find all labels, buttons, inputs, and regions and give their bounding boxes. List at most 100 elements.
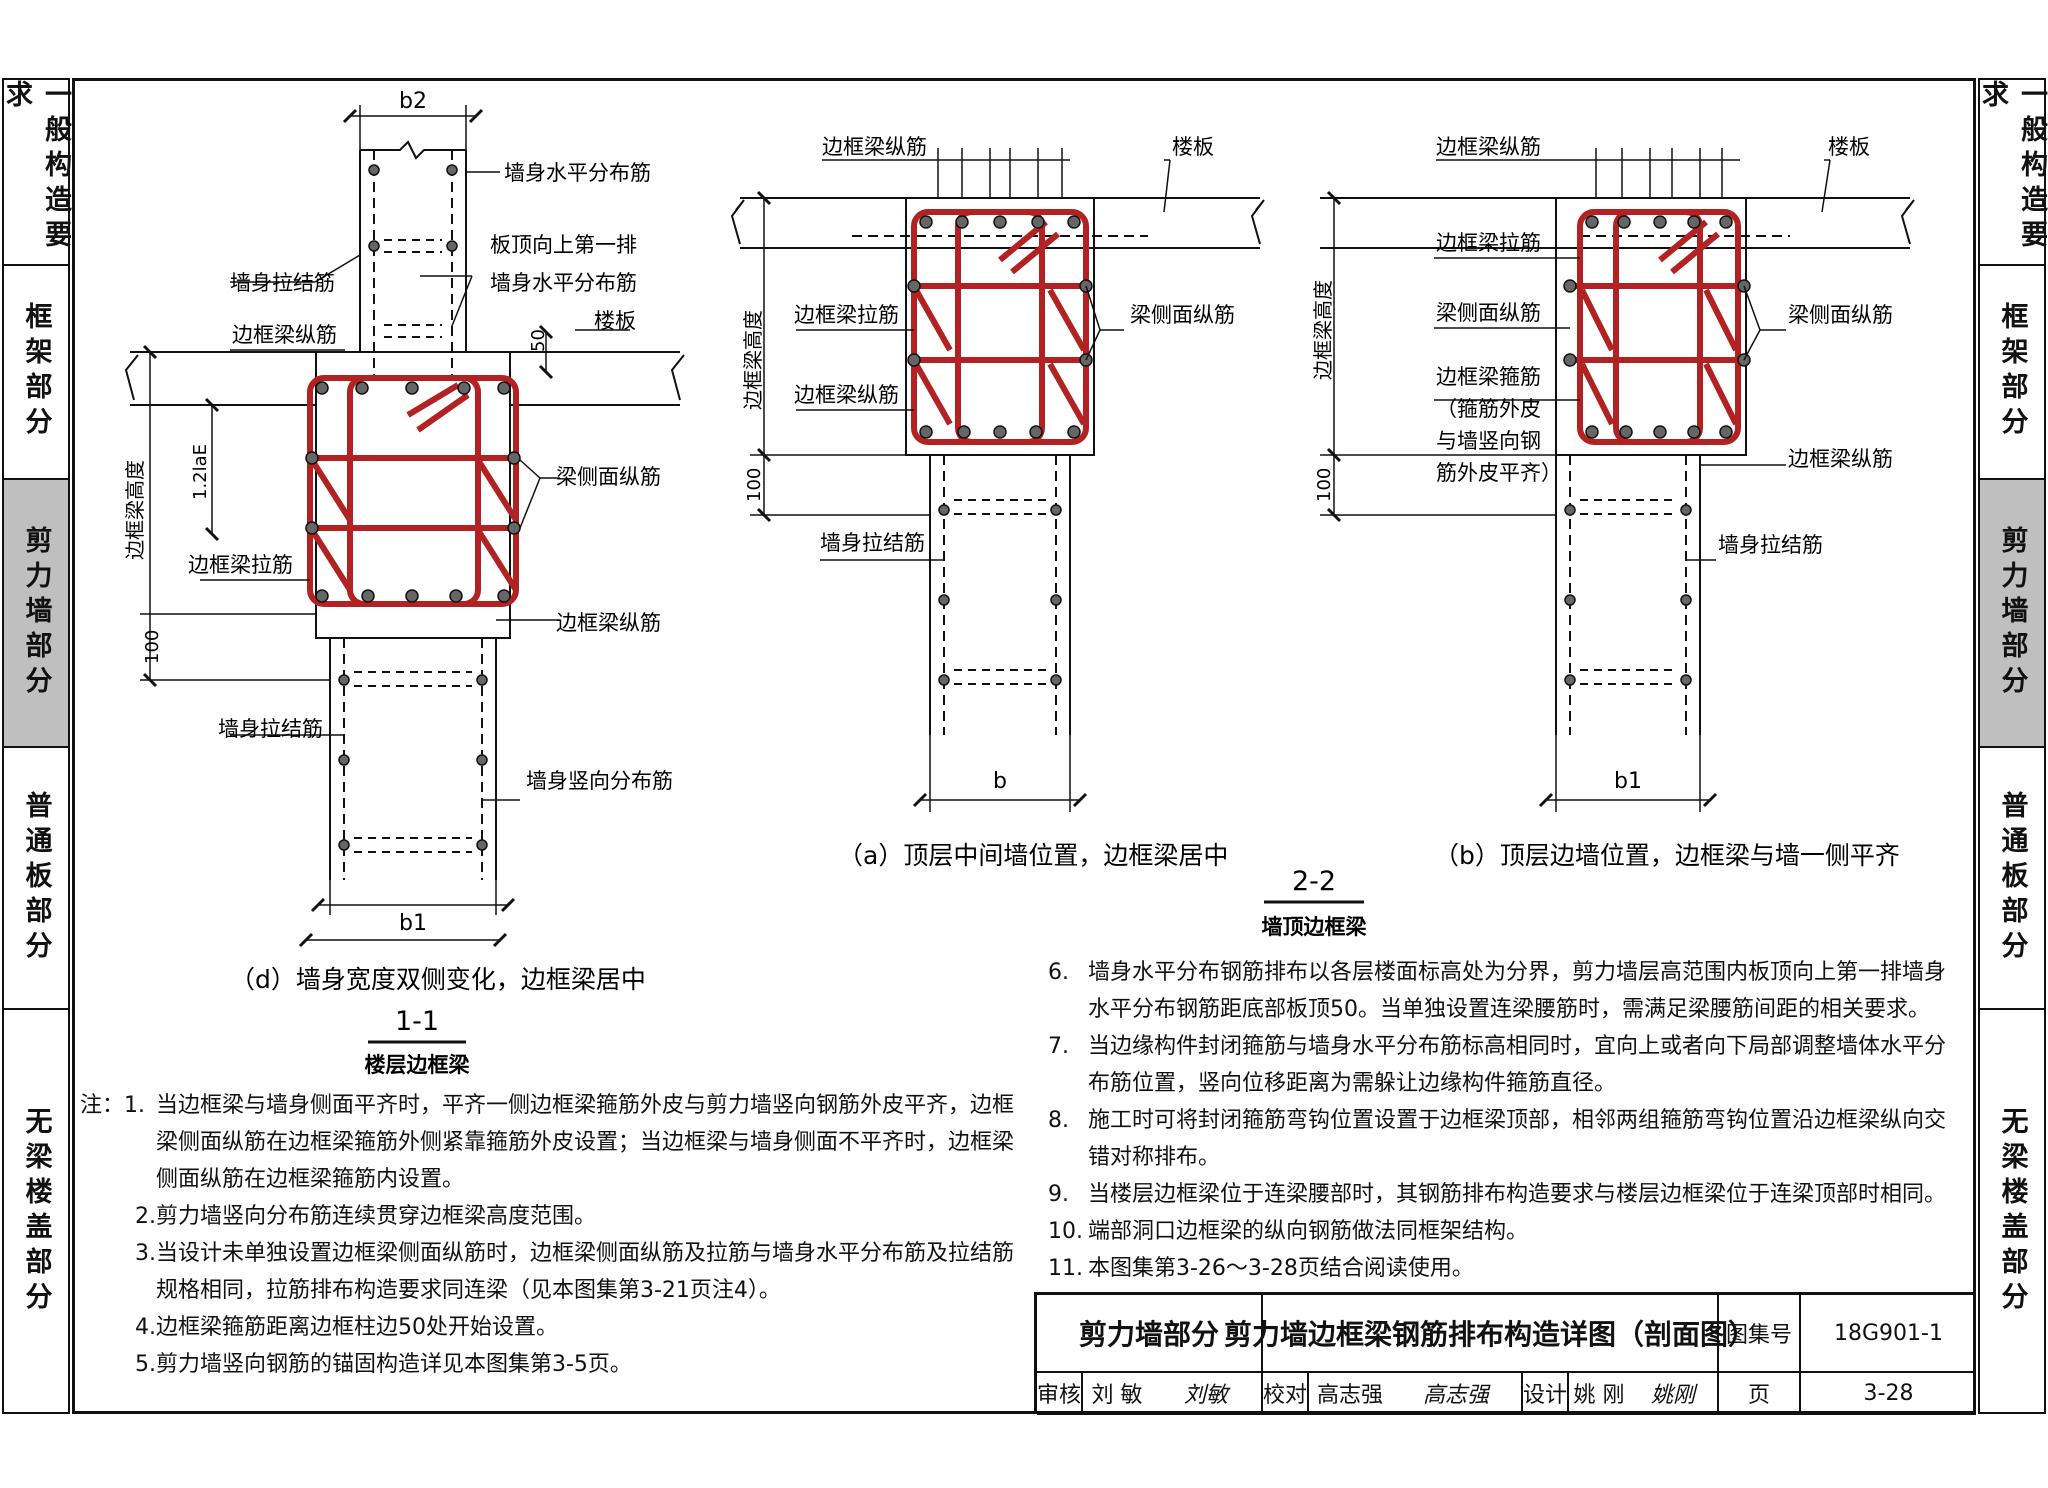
detail-b-dims: [1320, 148, 1723, 812]
b-label-stirrup-1: 边框梁箍筋: [1436, 365, 1541, 389]
detail-b-leaders: [1434, 159, 1831, 561]
d-label-wall-tie-2: 墙身拉结筋: [218, 717, 323, 741]
a-label-beam-long-2: 边框梁纵筋: [794, 383, 899, 407]
detail-a-bars: [907, 215, 1093, 686]
tb-designer-signature: 姚刚: [1629, 1373, 1719, 1415]
tb-page-label: 页: [1719, 1373, 1801, 1415]
right-sidebar: 一般构造要求 框架部分 剪力墙部分 普通板部分 无梁楼盖部分: [1977, 78, 2047, 1414]
detail-b-bars: [1563, 215, 1751, 686]
detail-a-dims: [750, 148, 1088, 812]
tb-designer: 姚 刚: [1569, 1373, 1629, 1415]
d-label-wall-tie: 墙身拉结筋: [230, 271, 335, 295]
note-5: 5. 剪力墙竖向钢筋的锚固构造详见本图集第3-5页。: [135, 1352, 632, 1377]
d-dim-50: 50: [528, 329, 549, 352]
tb-atlas-no: 18G901-1: [1801, 1295, 1976, 1373]
detail-b-rebar: [1572, 209, 1742, 445]
b-label-stirrup-3: 与墙竖向钢: [1436, 429, 1541, 453]
section-2-title: 墙顶边框梁: [1262, 915, 1368, 939]
b-label-side-long-left: 梁侧面纵筋: [1436, 301, 1541, 325]
note-4: 4. 边框梁箍筋距离边框柱边50处开始设置。: [135, 1315, 558, 1340]
tab-slab[interactable]: 普通板部分: [4, 748, 68, 1010]
title-block: 剪力墙部分 剪力墙边框梁钢筋排布构造详图（剖面图） 图集号 18G901-1 审…: [1034, 1292, 1976, 1415]
d-height-label: 边框梁高度: [123, 460, 147, 560]
section-2-label: 2-2: [1292, 866, 1336, 897]
tab-general-right[interactable]: 一般构造要求: [1977, 80, 2047, 266]
tb-reviewer: 刘 敏: [1083, 1373, 1151, 1415]
d-label-wall-vert: 墙身竖向分布筋: [526, 769, 673, 793]
b-dim-b1: b1: [1614, 769, 1642, 794]
tb-design-label: 设计: [1523, 1373, 1569, 1415]
a-label-beam-long: 边框梁纵筋: [822, 135, 927, 159]
drawing-frame: [72, 78, 1976, 1414]
tab-shear-wall-right[interactable]: 剪力墙部分: [1980, 480, 2044, 748]
tb-category: 剪力墙部分: [1037, 1295, 1263, 1373]
detail-a-drawing: [730, 197, 1265, 735]
tb-checker-signature: 高志强: [1391, 1373, 1523, 1415]
notes-right: 6. 墙身水平分布钢筋排布以各层楼面标高处为分界，剪力墙层高范围内板顶向上第一排…: [1048, 954, 1946, 1287]
b-dim-100: 100: [1314, 468, 1335, 502]
a-label-slab: 楼板: [1172, 135, 1214, 159]
d-caption: （d）墙身宽度双侧变化，边框梁居中: [230, 965, 646, 994]
tb-checker: 高志强: [1309, 1373, 1391, 1415]
b-label-wall-tie: 墙身拉结筋: [1718, 533, 1823, 557]
tab-beamless-right[interactable]: 无梁楼盖部分: [1996, 1107, 2028, 1317]
b-label-beam-long: 边框梁纵筋: [1436, 135, 1541, 159]
section-1-title: 楼层边框梁: [365, 1053, 471, 1077]
note-11: 11. 本图集第3-26～3-28页结合阅读使用。: [1048, 1256, 1474, 1281]
tab-shear-wall[interactable]: 剪力墙部分: [4, 480, 68, 748]
tb-check-label: 校对: [1263, 1373, 1309, 1415]
note-10: 10. 端部洞口边框梁的纵向钢筋做法同框架结构。: [1048, 1219, 1529, 1244]
b-label-beam-tie: 边框梁拉筋: [1436, 231, 1541, 255]
detail-d-dims: [140, 105, 554, 948]
d-label-slab: 楼板: [594, 309, 636, 333]
tb-title: 剪力墙边框梁钢筋排布构造详图（剖面图）: [1224, 1295, 1756, 1373]
detail-b-drawing: [1320, 197, 1915, 735]
tb-reviewer-signature: 刘敏: [1151, 1373, 1263, 1415]
detail-a-leaders: [796, 159, 1171, 561]
d-label-beam-tie: 边框梁拉筋: [188, 553, 293, 577]
a-caption: （a）顶层中间墙位置，边框梁居中: [838, 841, 1228, 870]
a-dim-100: 100: [744, 468, 765, 502]
note-8: 8. 施工时可将封闭箍筋弯钩位置设置于边框梁顶部，相邻两组箍筋弯钩位置沿边框梁纵…: [1048, 1108, 1947, 1170]
note-9: 9. 当楼层边框梁位于连梁腰部时，其钢筋排布构造要求与楼层边框梁位于连梁顶部时相…: [1048, 1182, 1947, 1207]
b-label-stirrup-4: 筋外皮平齐）: [1436, 461, 1562, 485]
detail-d-rebar: [306, 375, 520, 607]
tab-frame-right[interactable]: 框架部分: [1980, 266, 2044, 480]
d-dim-b1: b1: [399, 911, 427, 936]
tb-atlas-label: 图集号: [1719, 1295, 1801, 1373]
note-3: 3. 当设计未单独设置边框梁侧面纵筋时，边框梁侧面纵筋及拉筋与墙身水平分布筋及拉…: [135, 1241, 1015, 1303]
left-sidebar: 一般构造要求 框架部分 剪力墙部分 普通板部分 无梁楼盖部分: [1, 78, 71, 1414]
d-label-side-long: 梁侧面纵筋: [556, 465, 661, 489]
detail-a-rebar: [908, 209, 1092, 445]
b-label-slab: 楼板: [1828, 135, 1870, 159]
tab-beamless[interactable]: 无梁楼盖部分: [20, 1107, 52, 1317]
notes-left: 注：1. 当边框梁与墙身侧面平齐时，平齐一侧边框梁箍筋外皮与剪力墙竖向钢筋外皮平…: [80, 1087, 1014, 1383]
note-6: 6. 墙身水平分布钢筋排布以各层楼面标高处为分界，剪力墙层高范围内板顶向上第一排…: [1048, 960, 1947, 1022]
d-dim-b2: b2: [399, 89, 427, 114]
d-label-beam-long: 边框梁纵筋: [232, 323, 337, 347]
tab-slab-right[interactable]: 普通板部分: [1980, 748, 2044, 1010]
d-label-first-row-2: 墙身水平分布筋: [490, 271, 637, 295]
b-caption: （b）顶层边墙位置，边框梁与墙一侧平齐: [1434, 841, 1900, 870]
tb-page-no: 3-28: [1801, 1373, 1976, 1415]
tb-review-label: 审核: [1037, 1373, 1083, 1415]
d-dim-100: 100: [142, 630, 163, 664]
b-label-side-long-right: 梁侧面纵筋: [1788, 303, 1893, 327]
a-height-label: 边框梁高度: [741, 310, 765, 410]
a-label-side-long: 梁侧面纵筋: [1130, 303, 1235, 327]
note-2: 2. 剪力墙竖向分布筋连续贯穿边框梁高度范围。: [135, 1204, 597, 1229]
d-label-first-row-1: 板顶向上第一排: [490, 233, 637, 257]
detail-d-drawing: [124, 140, 685, 880]
note-7: 7. 当边缘构件封闭箍筋与墙身水平分布筋标高相同时，宜向上或者向下局部调整墙体水…: [1048, 1034, 1947, 1096]
d-label-wall-horiz: 墙身水平分布筋: [504, 161, 651, 185]
b-label-stirrup-2: （箍筋外皮: [1436, 397, 1541, 421]
b-height-label: 边框梁高度: [1311, 280, 1335, 380]
a-label-beam-tie: 边框梁拉筋: [794, 303, 899, 327]
tab-frame[interactable]: 框架部分: [4, 266, 68, 480]
d-label-beam-long-2: 边框梁纵筋: [556, 611, 661, 635]
tab-general[interactable]: 一般构造要求: [1, 80, 71, 266]
detail-d-bars: [305, 164, 521, 851]
section-1-label: 1-1: [395, 1006, 439, 1037]
detail-d-leaders: [200, 171, 630, 801]
